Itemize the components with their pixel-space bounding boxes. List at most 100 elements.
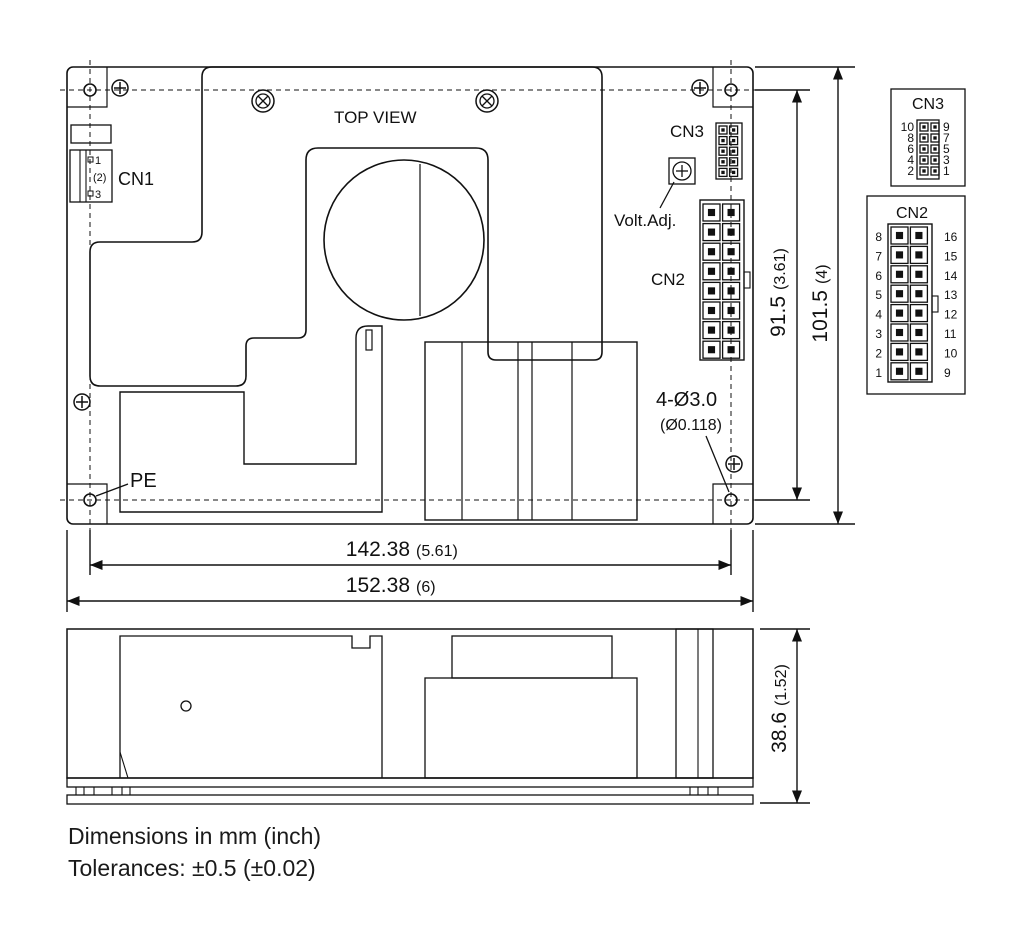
board-outline — [66, 66, 754, 525]
dim-height-inner-mm: 91.5 — [767, 296, 790, 337]
pe-label: PE — [130, 470, 157, 492]
cn2-pin-number-6: 6 — [875, 269, 882, 283]
cn3-detail-pin-cell — [919, 122, 929, 132]
top-view — [60, 60, 760, 530]
cn1-label: CN1 — [118, 169, 154, 189]
cn2-pin-number-1: 1 — [875, 366, 882, 380]
drawing-notes: Dimensions in mm (inch) Tolerances: ±0.5… — [68, 820, 321, 884]
side-base — [66, 794, 754, 805]
side-connector — [675, 628, 714, 779]
screw-2 — [691, 79, 709, 97]
cn3-board-pin-cell — [728, 146, 739, 156]
cn2-pin-number-5: 5 — [875, 288, 882, 302]
dimension-lines — [66, 66, 855, 804]
volt-adj-pot — [668, 157, 696, 185]
corner-notch-bl — [67, 483, 108, 524]
dim-height-inner-inch: (3.61) — [772, 248, 789, 290]
cn2-board-pin-cell — [721, 301, 741, 320]
cn2-pin-cells — [890, 226, 929, 381]
cn3-detail-pin-cell — [919, 155, 929, 165]
cn2-pin-number-3: 3 — [875, 327, 882, 341]
cn2-detail-pin-cell — [909, 303, 929, 323]
cn2-board-pin-cell — [721, 242, 741, 261]
cn2-detail-pin-cell — [890, 342, 909, 362]
transformer — [424, 341, 638, 521]
cn2-pin-number-2: 2 — [875, 346, 882, 360]
mounting-hole-tr — [724, 83, 738, 97]
top-view-title: TOP VIEW — [334, 108, 417, 127]
corner-notch-tl — [67, 67, 108, 108]
cn2-board-pin-cell — [721, 320, 741, 340]
cn3-board-pin-cell — [718, 146, 728, 156]
cn1-pin-1: 1 — [95, 155, 101, 167]
side-view — [66, 628, 754, 805]
cn2-detail-pin-cell — [909, 342, 929, 362]
cn3-detail-title: CN3 — [912, 96, 944, 113]
fuse — [70, 124, 112, 144]
units-note: Dimensions in mm (inch) — [68, 823, 322, 849]
cn2-pin-number-9: 9 — [944, 366, 951, 380]
dim-width-inner-mm: 142.38 — [346, 538, 410, 561]
cn3-pin-number-4: 4 — [907, 153, 914, 167]
cn3-label: CN3 — [670, 122, 704, 141]
cn2-board-pin-cell — [721, 281, 741, 301]
cn2-pin-number-11: 11 — [944, 327, 957, 341]
cn3-pin-number-7: 7 — [943, 131, 950, 145]
cn3-pin-number-2: 2 — [907, 164, 914, 178]
dim-height-outer: 101.5 (4) — [809, 264, 832, 342]
cn2-board-pin-cell — [721, 262, 741, 281]
cn2-detail-pin-cell — [890, 303, 909, 323]
side-chassis — [66, 628, 754, 779]
cn2-pin-number-15: 15 — [944, 249, 958, 263]
cn3-board-pin-cell — [728, 125, 739, 135]
cn2-detail-title: CN2 — [896, 205, 928, 222]
corner-notch-tr — [712, 67, 753, 108]
cn2-board-pin-cell — [702, 320, 721, 340]
cn3-pin-number-1: 1 — [943, 164, 950, 178]
cn2-board-pin-cell — [721, 340, 741, 359]
screw-3 — [73, 393, 91, 411]
cn1-pin-3: 3 — [95, 189, 101, 201]
cn3-pin-number-9: 9 — [943, 120, 950, 134]
cn2-pin-number-16: 16 — [944, 230, 958, 244]
cn2-detail-pin-cell — [909, 265, 929, 284]
cn2-detail-pin-cell — [890, 226, 909, 245]
cn2-board-pin-cell — [702, 203, 721, 222]
cn2-detail-pin-cell — [909, 245, 929, 265]
cn2-pin-number-8: 8 — [875, 230, 882, 244]
cn1-pin-2: (2) — [93, 172, 106, 184]
side-transformer-top — [451, 635, 613, 679]
cn3-pin-number-6: 6 — [907, 142, 914, 156]
cn3-detail-pin-cell — [919, 144, 929, 154]
volt-adj-label: Volt.Adj. — [614, 211, 676, 230]
cn2-detail-pin-cell — [909, 323, 929, 342]
cn2-board-pin-cell — [702, 301, 721, 320]
cn2-pin-number-13: 13 — [944, 288, 958, 302]
side-hole — [180, 700, 192, 712]
dim-width-outer: 152.38 (6) — [346, 574, 436, 597]
screw-1 — [111, 79, 129, 97]
topview-connector-pins — [702, 125, 741, 359]
cn2-label: CN2 — [651, 270, 685, 289]
cn2-detail-pin-cell — [890, 362, 909, 381]
cn2-detail-pin-cell — [890, 284, 909, 303]
cn2-pin-number-4: 4 — [875, 308, 882, 322]
side-heatsink — [119, 635, 383, 778]
side-transformer — [424, 677, 638, 779]
cn2-pin-number-12: 12 — [944, 308, 958, 322]
cn3-pin-number-8: 8 — [907, 131, 914, 145]
cn3-detail-pin-cell — [930, 144, 940, 154]
dim-height-outer-inch: (4) — [814, 264, 831, 284]
cn2-board-pin-cell — [702, 340, 721, 359]
cn2-board-pin-cell — [702, 262, 721, 281]
cn2-board-pin-cell — [702, 222, 721, 242]
cn3-detail-pin-cell — [930, 166, 940, 176]
side-pcb — [66, 777, 754, 788]
dim-width-inner: 142.38 (5.61) — [346, 538, 458, 561]
cn2-detail-pin-cell — [890, 323, 909, 342]
tolerance-note: Tolerances: ±0.5 (±0.02) — [68, 855, 316, 881]
screw-5 — [251, 89, 275, 113]
